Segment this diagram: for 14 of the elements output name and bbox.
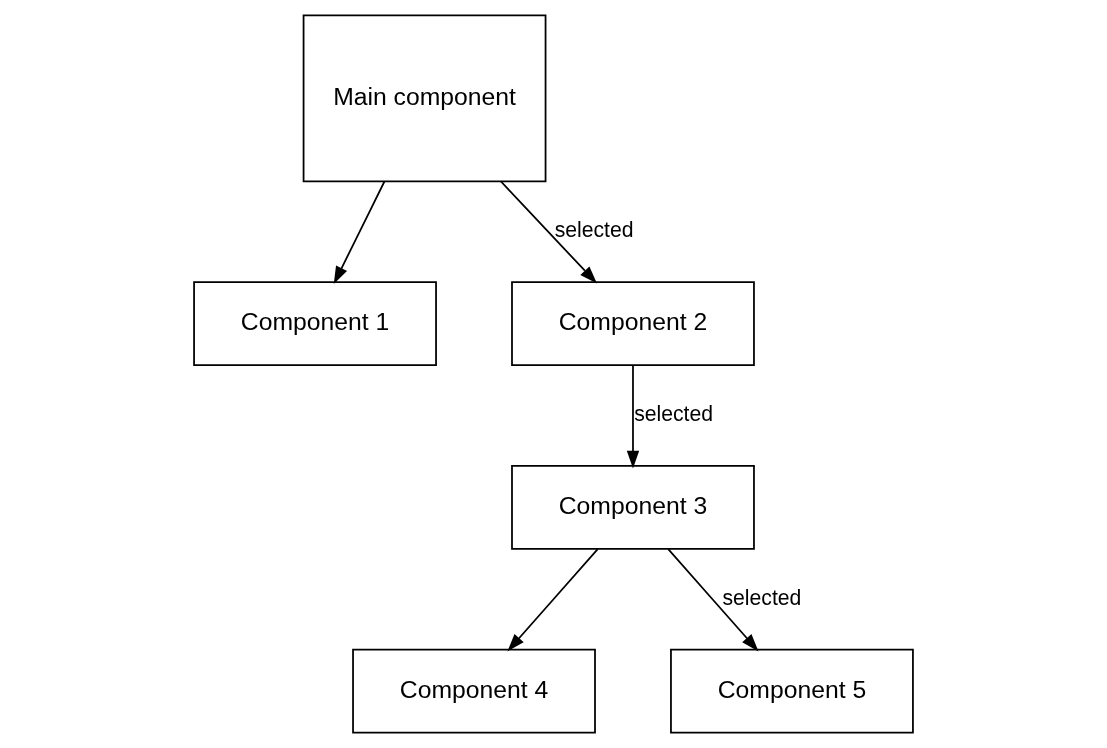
- edge-label: selected: [554, 218, 634, 242]
- node-box: Component 1: [193, 281, 437, 367]
- edge-label: selected: [634, 401, 714, 425]
- node-box: Main component: [302, 14, 547, 183]
- node-box: Component 5: [670, 648, 914, 734]
- node-box: Component 4: [352, 648, 596, 734]
- arrow: [507, 548, 599, 652]
- arrow: [626, 364, 640, 469]
- arrow: [500, 180, 597, 284]
- node-box: Component 2: [511, 281, 755, 367]
- node-box: Component 3: [511, 464, 755, 550]
- arrow: [333, 180, 386, 285]
- edge-label: selected: [722, 585, 802, 609]
- arrow: [667, 548, 759, 652]
